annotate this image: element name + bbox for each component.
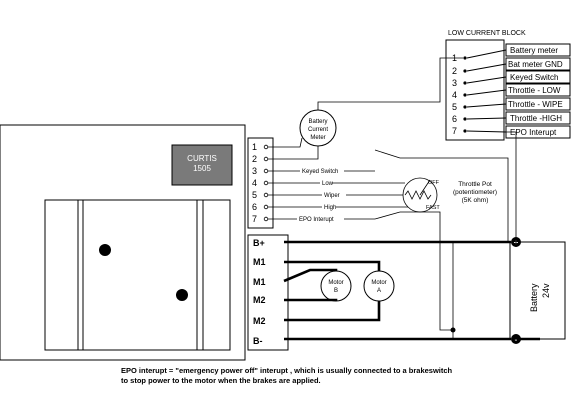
curtis-model: 1505 — [193, 164, 211, 173]
wire-label-epo: EPO Interupt — [299, 217, 334, 223]
bus-junction — [450, 327, 456, 333]
throttle-off-label: OFF — [428, 180, 440, 186]
lcb-label-box — [505, 43, 571, 57]
wire-label-wiper: Wiper — [324, 193, 340, 199]
wire-label-keyed: Keyed Switch — [302, 169, 338, 175]
throttle-fast-label: FAST — [426, 205, 440, 211]
svg-text:2: 2 — [452, 66, 457, 76]
lcb-pin-2: 2 Bat meter GND — [452, 57, 571, 76]
logic-connector-pins: 1 2 3 4 5 6 7 — [252, 142, 257, 224]
svg-text:5: 5 — [252, 190, 257, 200]
svg-text:M2: M2 — [253, 316, 266, 326]
meter-label-1: Battery — [308, 119, 327, 125]
lcb-label: Keyed Switch — [510, 73, 558, 82]
lcb-pin-5: 5 Throttle - WIPE — [452, 97, 571, 112]
lcb-label-box — [505, 57, 571, 71]
battery-label: Battery — [529, 283, 539, 312]
wire-label-high: High — [324, 205, 336, 211]
lcb-label: Throttle -HIGH — [510, 114, 562, 123]
lcb-label: Throttle - WIPE — [508, 100, 563, 109]
meter-label-3: Meter — [310, 135, 325, 141]
low-current-block-title: LOW CURRENT BLOCK — [448, 30, 526, 37]
lcb-label-box — [505, 111, 571, 125]
lcb-pin-3: 3 Keyed Switch — [452, 70, 571, 88]
epo-caption-line-2: to stop power to the motor when the brak… — [121, 376, 321, 385]
svg-text:4: 4 — [252, 178, 257, 188]
svg-text:7: 7 — [452, 126, 457, 136]
lcb-label: EPO Interupt — [510, 128, 557, 137]
motor-a-letter: A — [377, 288, 381, 294]
lcb-pin-7: 7 EPO Interupt — [452, 125, 571, 139]
lcb-label: Throttle - LOW — [508, 86, 561, 95]
epo-caption: EPO interupt = "emergency power off" int… — [121, 366, 561, 386]
power-wires — [283, 240, 540, 341]
motor-b-letter: B — [334, 288, 338, 294]
throttle-pot-title: Throttle Pot — [458, 181, 492, 188]
lcb-label: Bat meter GND — [508, 60, 563, 69]
mounting-hole-bottom — [176, 289, 188, 301]
lcb-label-box — [505, 97, 571, 111]
svg-text:B+: B+ — [253, 238, 265, 248]
svg-text:5: 5 — [452, 102, 457, 112]
meter-label-2: Current — [308, 127, 328, 133]
low-current-block-pins: 1 Battery meter 2 Bat meter GND 3 Keyed … — [452, 43, 571, 139]
svg-text:7: 7 — [252, 214, 257, 224]
throttle-pot-resistor — [404, 190, 432, 200]
svg-text:3: 3 — [252, 166, 257, 176]
svg-text:M1: M1 — [253, 257, 266, 267]
meter-wires — [268, 57, 463, 160]
motor-b-label: Motor — [328, 280, 343, 286]
curtis-brand: CURTIS — [187, 154, 217, 163]
svg-text:B-: B- — [253, 336, 263, 346]
lcb-label: Battery meter — [510, 46, 558, 55]
motor-a — [363, 270, 395, 302]
epo-caption-line-1: EPO interupt = "emergency power off" int… — [121, 366, 453, 375]
svg-text:4: 4 — [452, 90, 457, 100]
lcb-pin-4: 4 Throttle - LOW — [452, 83, 571, 100]
battery-voltage: 24v — [541, 283, 551, 298]
svg-text:6: 6 — [252, 202, 257, 212]
power-terminal-strip — [247, 234, 289, 351]
power-terminal-labels: B+ M1 M1 M2 M2 B- — [253, 238, 266, 346]
logic-wires — [268, 149, 412, 220]
svg-text:1: 1 — [252, 142, 257, 152]
svg-text:M1: M1 — [253, 277, 266, 287]
svg-text:6: 6 — [452, 114, 457, 124]
lcb-label-box — [505, 70, 571, 84]
wire-label-low: Low — [322, 181, 334, 187]
throttle-pot-rating: (5K ohm) — [462, 197, 489, 204]
motor-b — [320, 270, 352, 302]
lcb-label-box — [505, 83, 571, 97]
logic-pin-terminals — [263, 144, 269, 222]
svg-text:3: 3 — [452, 78, 457, 88]
svg-text:2: 2 — [252, 154, 257, 164]
curtis-label-plate — [171, 144, 233, 186]
motor-a-label: Motor — [371, 280, 386, 286]
bus-wires — [400, 131, 517, 340]
svg-text:M2: M2 — [253, 295, 266, 305]
mounting-hole-top — [99, 244, 111, 256]
throttle-pot-subtitle: (potentiometer) — [453, 189, 497, 196]
battery — [509, 241, 566, 340]
heatsink-plate — [44, 199, 231, 351]
lcb-pin-6: 6 Throttle -HIGH — [452, 111, 571, 125]
throttle-pot-wiper — [419, 179, 431, 196]
